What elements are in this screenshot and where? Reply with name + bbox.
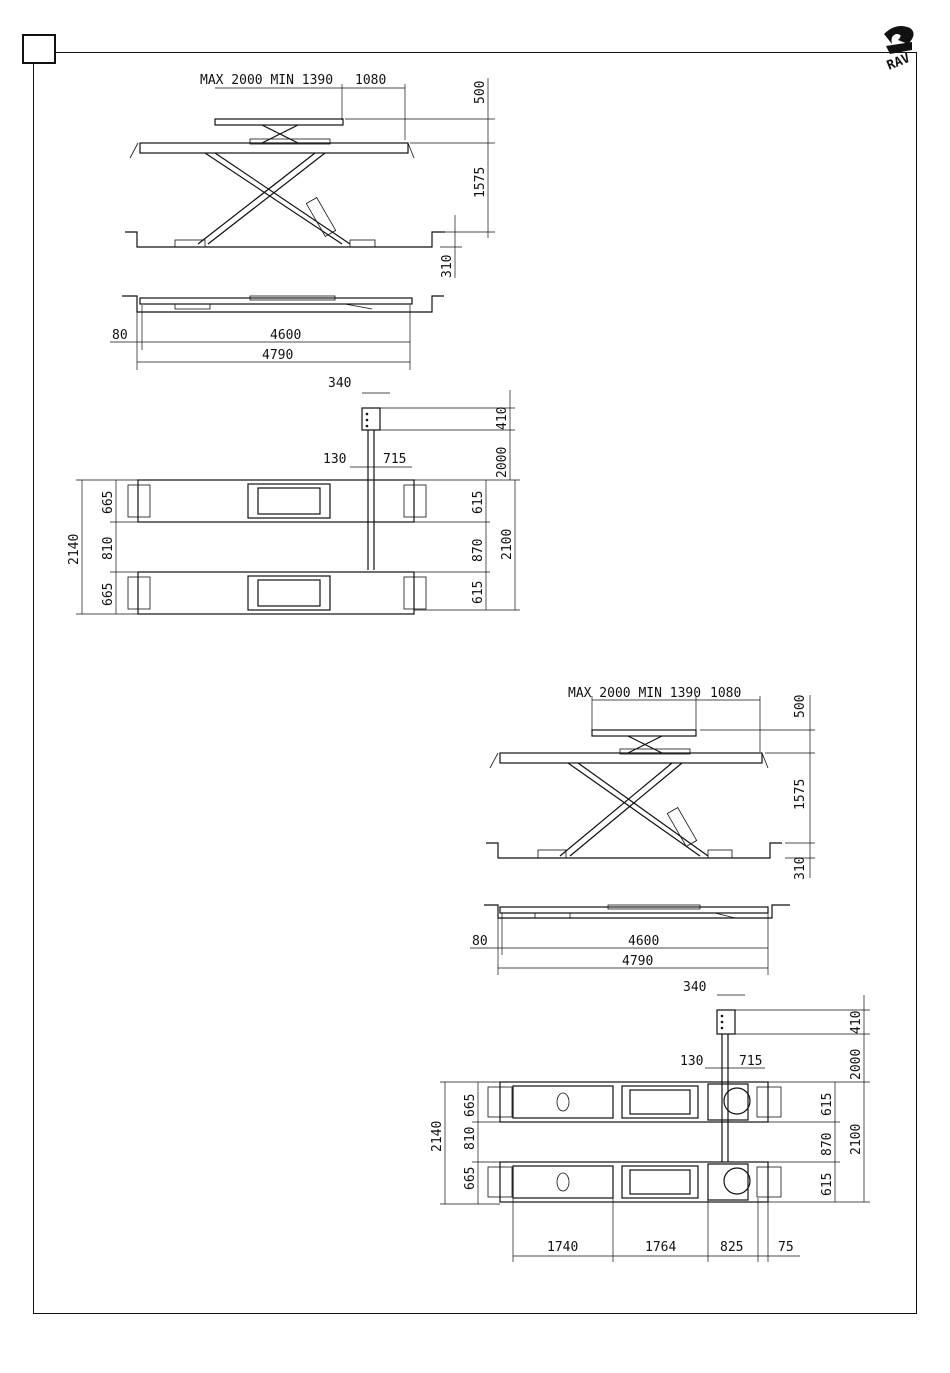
upper-between-right: 870 xyxy=(471,539,486,562)
lower-between-right: 870 xyxy=(820,1133,835,1156)
lower-segment-4: 75 xyxy=(778,1240,794,1255)
upper-between: 810 xyxy=(101,537,116,560)
upper-pit-depth: 310 xyxy=(440,255,455,278)
upper-console-width: 410 xyxy=(495,407,510,430)
upper-inner-length: 4600 xyxy=(270,328,301,343)
upper-side-view: MAX 2000 MIN 1390 1080 500 1575 310 xyxy=(125,73,495,278)
lower-track-left: 665 xyxy=(463,1094,478,1117)
lower-offset: 80 xyxy=(472,934,488,949)
upper-console-depth: 340 xyxy=(328,376,351,391)
lower-cable-length: 2000 xyxy=(849,1049,864,1080)
lower-track-left-b: 665 xyxy=(463,1167,478,1190)
lower-segment-1: 1740 xyxy=(547,1240,578,1255)
upper-track-right: 615 xyxy=(471,491,486,514)
upper-total-right: 2100 xyxy=(500,529,515,560)
lower-gap-a: 130 xyxy=(680,1054,703,1069)
upper-gap-b: 715 xyxy=(383,452,406,467)
upper-platform-width: 1080 xyxy=(355,73,386,88)
lower-gap-b: 715 xyxy=(739,1054,762,1069)
lower-outer-width: 2140 xyxy=(430,1121,445,1152)
lower-max-height: 1575 xyxy=(793,779,808,810)
lower-between: 810 xyxy=(463,1127,478,1150)
upper-plan-view: 340 410 2000 130 715 2140 665 810 665 61… xyxy=(67,376,520,614)
upper-track-left: 665 xyxy=(101,491,116,514)
lower-length-view: 80 4600 4790 xyxy=(470,905,790,975)
lower-pit-depth: 310 xyxy=(793,857,808,880)
upper-cable-length: 2000 xyxy=(495,447,510,478)
upper-outer-width: 2140 xyxy=(67,534,82,565)
lower-total-length: 4790 xyxy=(622,954,653,969)
lower-inner-length: 4600 xyxy=(628,934,659,949)
logo-text: RAV xyxy=(885,51,913,74)
lower-segment-2: 1764 xyxy=(645,1240,676,1255)
upper-max-height: 1575 xyxy=(473,167,488,198)
brand-logo: RAV xyxy=(884,26,914,74)
lower-track-right-b: 615 xyxy=(820,1173,835,1196)
lower-track-right: 615 xyxy=(820,1093,835,1116)
lower-plan-view: 340 410 2000 130 715 2140 665 810 665 61… xyxy=(430,980,870,1262)
lower-total-right: 2100 xyxy=(849,1124,864,1155)
upper-track-right-b: 615 xyxy=(471,581,486,604)
lower-platform-width: 1080 xyxy=(710,686,741,701)
lower-platform-label: MAX 2000 MIN 1390 xyxy=(568,686,701,701)
lower-console-width: 410 xyxy=(849,1011,864,1034)
upper-lift-height: 500 xyxy=(473,81,488,104)
lower-console-depth: 340 xyxy=(683,980,706,995)
lower-lift-height: 500 xyxy=(793,695,808,718)
upper-total-length: 4790 xyxy=(262,348,293,363)
upper-track-left-b: 665 xyxy=(101,583,116,606)
upper-offset: 80 xyxy=(112,328,128,343)
upper-platform-label: MAX 2000 MIN 1390 xyxy=(200,73,333,88)
lower-side-view: MAX 2000 MIN 1390 1080 500 1575 310 xyxy=(486,686,815,880)
lower-segment-3: 825 xyxy=(720,1240,743,1255)
upper-length-view: 80 4600 4790 xyxy=(110,296,444,370)
upper-gap-a: 130 xyxy=(323,452,346,467)
